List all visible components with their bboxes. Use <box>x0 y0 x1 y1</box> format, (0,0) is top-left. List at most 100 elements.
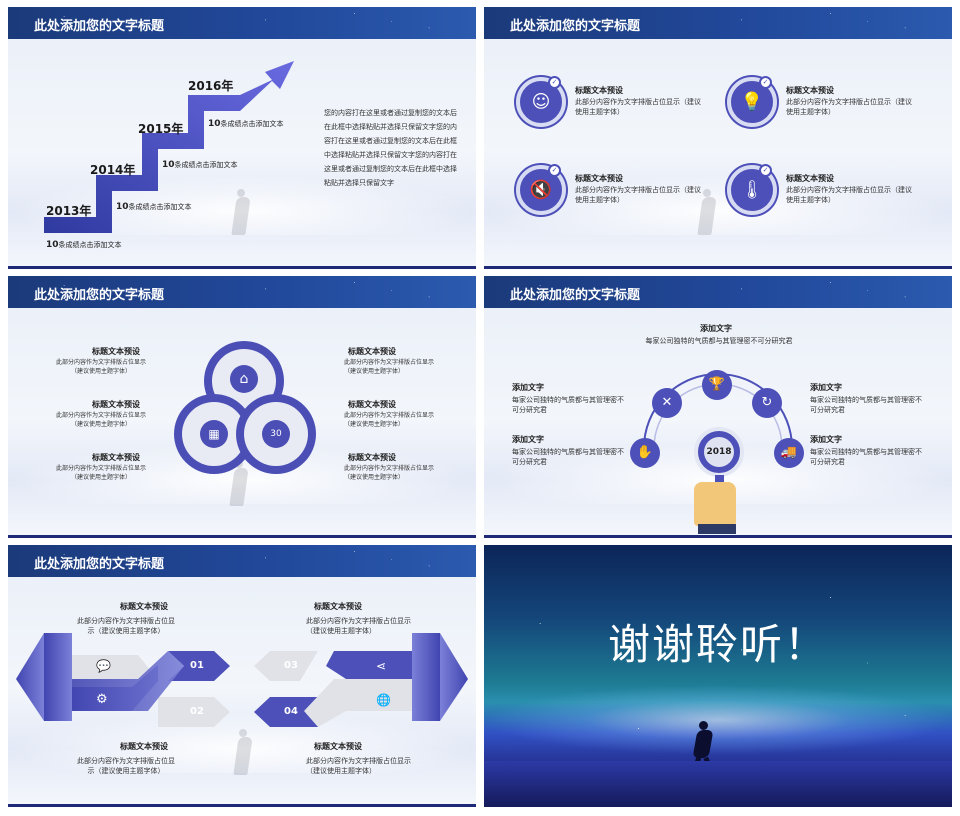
record-label: 10条成绩点击添加文本 <box>116 202 192 212</box>
slide-title: 此处添加您的文字标题 <box>510 19 641 34</box>
slide-header: 此处添加您的文字标题 <box>8 7 476 39</box>
item-title: 标题文本预设 <box>348 347 396 356</box>
house-icon: ⌂ <box>230 365 258 393</box>
building-icon: ▦ <box>200 420 228 448</box>
item-title: 标题文本预设 <box>786 86 834 95</box>
year-2013: 2013年 <box>46 204 92 218</box>
item-title: 标题文本预设 <box>92 400 140 409</box>
step-02: 02 <box>190 706 204 717</box>
item-title: 标题文本预设 <box>120 742 168 751</box>
item-desc: 此部分内容作为文字排版占位显示（建议使用主题字体） <box>575 98 701 116</box>
slide-4-magnifier-arc[interactable]: 此处添加您的文字标题 添加文字 每家公司独特的气质都与其管理密不可分研究君 ✋ … <box>484 276 952 538</box>
item-desc: 此部分内容作为文字排版占位显示（建议使用主题字体） <box>56 465 147 481</box>
item-title: 标题文本预设 <box>92 453 140 462</box>
item-title: 标题文本预设 <box>120 602 168 611</box>
slide-title: 此处添加您的文字标题 <box>34 19 165 34</box>
item-desc: 此部分内容作为文字排版占位显示（建议使用主题字体） <box>306 617 411 635</box>
slide-1-staircase[interactable]: 此处添加您的文字标题 2013年 2014年 2015年 2016年 10条成绩… <box>8 7 476 269</box>
item-desc: 此部分内容作为文字排版占位显示（建议使用主题字体） <box>77 757 175 775</box>
thermometer-icon: 🌡 <box>727 165 777 215</box>
check-icon: ✓ <box>548 76 561 89</box>
item-title: 添加文字 <box>810 435 842 444</box>
step-04: 04 <box>284 706 298 717</box>
item-desc: 此部分内容作为文字排版占位显示（建议使用主题字体） <box>306 757 411 775</box>
item-title: 标题文本预设 <box>348 453 396 462</box>
slide-6-thanks[interactable]: 谢谢聆听！ <box>484 545 952 807</box>
slide-2-icon-grid[interactable]: 此处添加您的文字标题 ☺ ✓ 标题文本预设 此部分内容作为文字排版占位显示（建议… <box>484 7 952 269</box>
share-icon: ⋖ <box>376 659 387 673</box>
item-title: 标题文本预设 <box>348 400 396 409</box>
item-desc: 每家公司独特的气质都与其管理密不可分研究君 <box>512 396 624 414</box>
item-desc: 此部分内容作为文字排版占位显示（建议使用主题字体） <box>56 412 147 428</box>
item-title: 标题文本预设 <box>575 86 623 95</box>
item-title: 标题文本预设 <box>786 174 834 183</box>
runner-silhouette <box>694 189 720 235</box>
step-01: 01 <box>190 660 204 671</box>
slide-header: 此处添加您的文字标题 <box>484 7 952 39</box>
body-paragraph: 您的内容打在这里或者通过复制您的文本后在此框中选择粘贴并选择只保留文字您的内容打… <box>324 109 457 187</box>
tools-icon: ✕ <box>652 388 682 418</box>
year-2014: 2014年 <box>90 163 136 177</box>
hand-illustration <box>694 482 736 526</box>
magnifier-lens: 2018 <box>694 427 744 477</box>
horizon-glow <box>484 685 952 755</box>
item-title: 添加文字 <box>512 383 544 392</box>
item-title: 标题文本预设 <box>575 174 623 183</box>
ring-right: 30 <box>236 394 316 474</box>
item-title: 标题文本预设 <box>92 347 140 356</box>
globe-icon: 🌐 <box>376 693 391 707</box>
staircase-arrow <box>44 61 294 233</box>
lens-year: 2018 <box>704 437 734 467</box>
slide-3-ring-diagram[interactable]: 此处添加您的文字标题 ⌂ ▦ 30 标题文本预设 此部分内容作为文字排版占位显示… <box>8 276 476 538</box>
runner-silhouette <box>228 189 254 235</box>
check-icon: ✓ <box>759 164 772 177</box>
slide-header: 此处添加您的文字标题 <box>484 276 952 308</box>
slide-title: 此处添加您的文字标题 <box>510 288 641 303</box>
ribbon-arrows <box>16 633 468 727</box>
chat-icon: 💬 <box>96 659 111 673</box>
item-title: 标题文本预设 <box>314 742 362 751</box>
item-desc: 此部分内容作为文字排版占位显示（建议使用主题字体） <box>575 186 701 204</box>
handshake-icon: ✋ <box>630 438 660 468</box>
item-desc: 每家公司独特的气质都与其管理密不可分研究君 <box>810 448 922 466</box>
check-icon: ✓ <box>548 164 561 177</box>
item-desc: 此部分内容作为文字排版占位显示（建议使用主题字体） <box>344 412 435 428</box>
record-label: 10条成绩点击添加文本 <box>46 240 122 250</box>
item-desc: 此部分内容作为文字排版占位显示（建议使用主题字体） <box>786 98 912 116</box>
item-desc: 此部分内容作为文字排版占位显示（建议使用主题字体） <box>344 359 435 375</box>
refresh-icon: ↻ <box>752 388 782 418</box>
item-title: 标题文本预设 <box>314 602 362 611</box>
item-title: 添加文字 <box>810 383 842 392</box>
item-desc: 此部分内容作为文字排版占位显示（建议使用主题字体） <box>56 359 147 375</box>
step-03: 03 <box>284 660 298 671</box>
slide-title: 此处添加您的文字标题 <box>34 288 165 303</box>
item-desc: 此部分内容作为文字排版占位显示（建议使用主题字体） <box>77 617 175 635</box>
record-label: 10条成绩点击添加文本 <box>162 160 238 170</box>
hand-sleeve <box>698 524 736 534</box>
record-label: 10条成绩点击添加文本 <box>208 119 284 129</box>
year-2015: 2015年 <box>138 122 184 136</box>
slide-title: 此处添加您的文字标题 <box>34 557 165 572</box>
top-title: 添加文字 <box>700 324 732 333</box>
runner-silhouette <box>689 721 717 778</box>
slide-header: 此处添加您的文字标题 <box>8 276 476 308</box>
horizon-glow <box>8 713 476 773</box>
check-icon: ✓ <box>759 76 772 89</box>
item-desc: 每家公司独特的气质都与其管理密不可分研究君 <box>512 448 624 466</box>
calendar-icon: 30 <box>262 420 290 448</box>
ring-left: ▦ <box>174 394 254 474</box>
thanks-text: 谢谢聆听！ <box>607 620 828 669</box>
item-desc: 此部分内容作为文字排版占位显示（建议使用主题字体） <box>786 186 912 204</box>
top-desc: 每家公司独特的气质都与其管理密不可分研究君 <box>645 337 793 345</box>
trophy-icon: 🏆 <box>702 370 732 400</box>
gear-icon: ⚙ <box>96 692 108 707</box>
slide-5-arrow-ribbons[interactable]: 此处添加您的文字标题 💬 ⚙ ⋖ 🌐 01 02 03 04 标题文本预设 此部… <box>8 545 476 807</box>
ground <box>484 761 952 807</box>
truck-icon: 🚚 <box>774 438 804 468</box>
year-2016: 2016年 <box>188 79 234 93</box>
slide-header: 此处添加您的文字标题 <box>8 545 476 577</box>
magnifier-handle <box>715 475 724 485</box>
item-title: 添加文字 <box>512 435 544 444</box>
item-desc: 此部分内容作为文字排版占位显示（建议使用主题字体） <box>344 465 435 481</box>
item-desc: 每家公司独特的气质都与其管理密不可分研究君 <box>810 396 922 414</box>
